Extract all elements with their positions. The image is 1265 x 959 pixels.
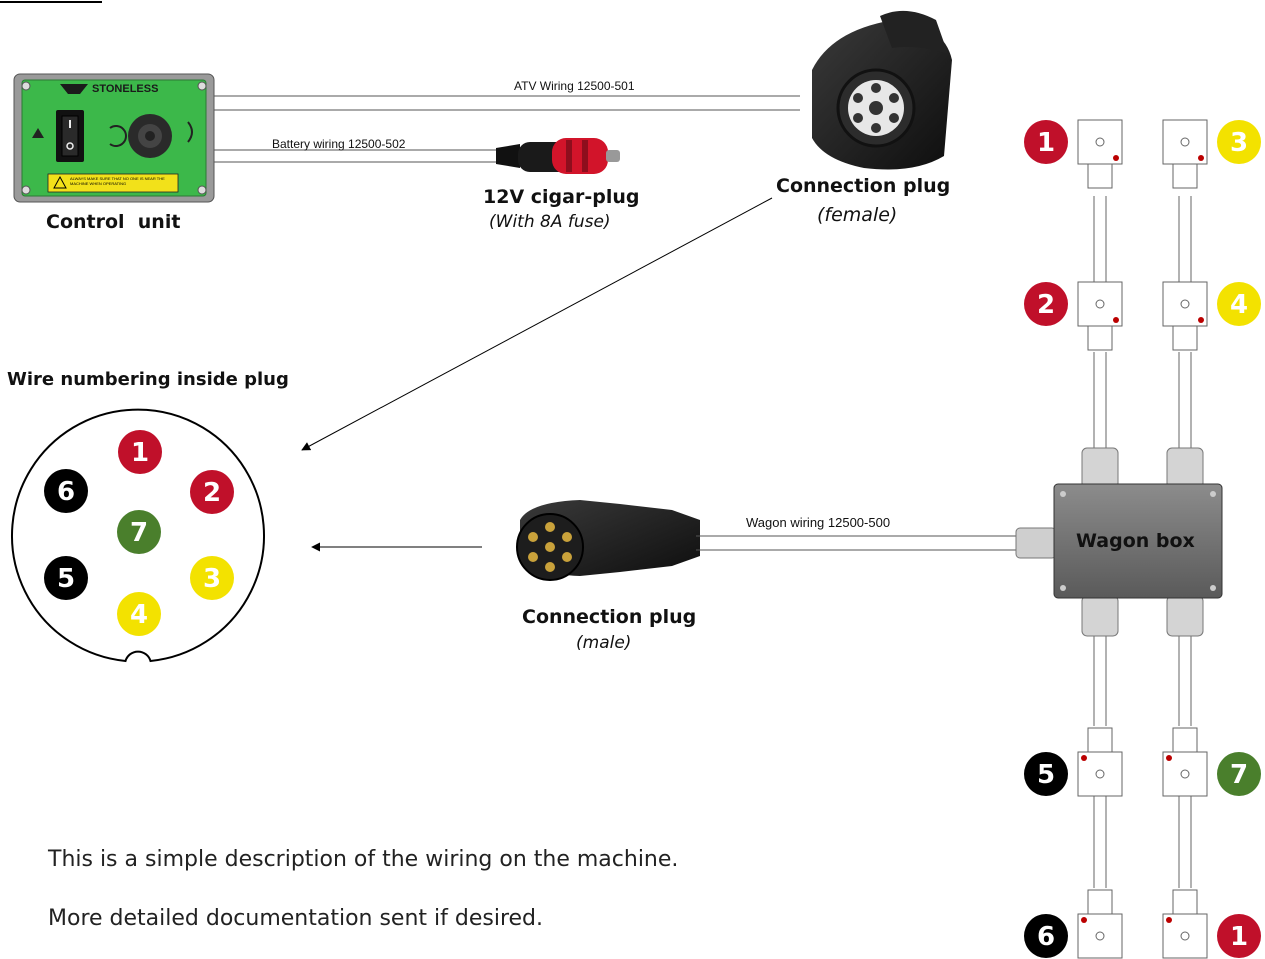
pin-badges: 1 2 3 4 5 6 7 <box>44 430 234 636</box>
pin-3-number: 3 <box>203 564 221 594</box>
joystick-direction-icon <box>187 121 193 143</box>
cigar-plug-note: (With 8A fuse) <box>489 212 611 232</box>
warning-label-text: ALWAYS MAKE SURE THAT NO ONE IS NEAR THE… <box>70 176 165 186</box>
male-plug-note: (male) <box>576 633 632 653</box>
sensor-badge-7-number: 7 <box>1230 760 1248 790</box>
wagon-wiring-label: Wagon wiring 12500-500 <box>746 515 891 530</box>
sensor-node <box>1162 119 1208 189</box>
sensor-badge-1-number: 1 <box>1037 128 1055 158</box>
pin-diagram-title: Wire numbering inside plug <box>7 369 289 390</box>
sensor-nodes: 1 3 2 4 5 7 6 1 <box>1024 119 1261 959</box>
sensor-node <box>1077 119 1123 189</box>
pin-6-number: 6 <box>57 477 75 507</box>
sensor-badge-6-number: 6 <box>1037 922 1055 952</box>
tilt-icon <box>32 128 44 138</box>
pin-3: 3 <box>190 556 234 600</box>
sensor-node <box>1077 727 1123 797</box>
sensor-badge-4: 4 <box>1217 282 1261 326</box>
pin-7-number: 7 <box>130 518 148 548</box>
control-unit-label: Control unit <box>46 211 181 233</box>
sensor-node <box>1162 281 1208 351</box>
battery-wiring-cable <box>214 149 498 163</box>
atv-wiring-cable <box>214 95 800 111</box>
sensor-badge-4-number: 4 <box>1230 290 1248 320</box>
wagon-wiring-cable <box>696 527 1057 559</box>
pin-2: 2 <box>190 470 234 514</box>
sensor-badge-7: 7 <box>1217 752 1261 796</box>
cigar-plug-label: 12V cigar-plug <box>483 186 640 208</box>
cigar-plug <box>496 138 620 174</box>
sensor-badge-1: 1 <box>1024 120 1068 164</box>
female-connection-plug <box>812 10 952 170</box>
sensor-node <box>1077 281 1123 351</box>
wagon-box-assembly <box>1053 196 1223 888</box>
pin-7: 7 <box>117 510 161 554</box>
pin-4: 4 <box>117 592 161 636</box>
sensor-node <box>1077 889 1123 959</box>
description-line-2: More detailed documentation sent if desi… <box>48 906 544 931</box>
sensor-badge-1: 1 <box>1217 914 1261 958</box>
female-plug-label: Connection plug <box>776 175 951 197</box>
atv-wiring-label: ATV Wiring 12500-501 <box>514 79 635 93</box>
stoneless-logo-icon <box>60 84 88 94</box>
female-plug-note: (female) <box>817 204 898 226</box>
pin-5-number: 5 <box>57 564 75 594</box>
sensor-badge-5-number: 5 <box>1037 760 1055 790</box>
pin-4-number: 4 <box>130 600 148 630</box>
sensor-node <box>1162 727 1208 797</box>
pin-2-number: 2 <box>203 478 221 508</box>
control-unit <box>13 73 215 203</box>
sensor-badge-3: 3 <box>1217 120 1261 164</box>
pin-1-number: 1 <box>131 438 149 468</box>
sensor-badge-5: 5 <box>1024 752 1068 796</box>
pin-6: 6 <box>44 469 88 513</box>
sensor-badge-6: 6 <box>1024 914 1068 958</box>
female-to-pin-diagram-arrow <box>301 197 773 451</box>
sensor-node <box>1162 889 1208 959</box>
male-plug-label: Connection plug <box>522 606 697 628</box>
rotate-icon <box>109 125 127 147</box>
sensor-badge-2-number: 2 <box>1037 290 1055 320</box>
warning-icon <box>53 175 67 189</box>
sensor-badge-2: 2 <box>1024 282 1068 326</box>
battery-wiring-label: Battery wiring 12500-502 <box>272 137 406 151</box>
wagon-box-label: Wagon box <box>1076 530 1195 552</box>
sensor-badge-1-number: 1 <box>1230 922 1248 952</box>
pin-5: 5 <box>44 556 88 600</box>
description-line-1: This is a simple description of the wiri… <box>48 847 679 872</box>
brand-name: STONELESS <box>92 83 159 95</box>
pin-1: 1 <box>118 430 162 474</box>
sensor-badge-3-number: 3 <box>1230 128 1248 158</box>
male-connection-plug <box>516 500 700 581</box>
